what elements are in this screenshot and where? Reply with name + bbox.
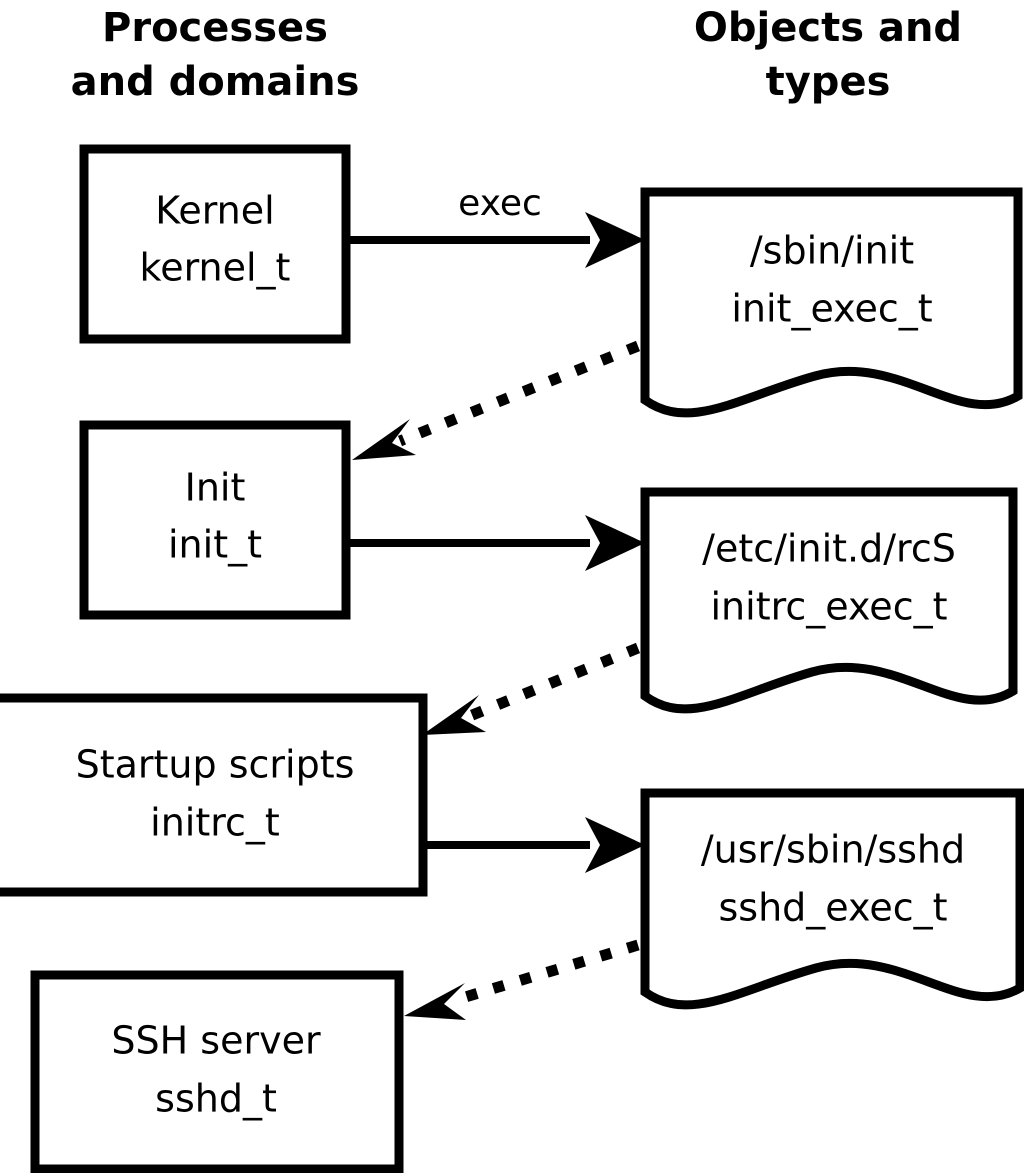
node-usr-sbin-sshd-line2: sshd_exec_t [718,886,947,930]
edge-sshdexec-transition-sshd-arrowhead [404,983,466,1020]
node-sbin-init-document-shape[interactable] [640,187,1023,418]
node-usr-sbin-sshd-line1: /usr/sbin/sshd [701,828,965,872]
edge-initrcexec-transition-initrc [422,642,641,735]
edge-initexec-transition-init-arrowhead [352,419,416,460]
node-sbin-init-line2: init_exec_t [731,287,932,331]
column-title-objects: Objects and types [694,5,962,105]
edge-kernel-exec-init: exec [350,183,645,268]
column-title-objects-line1: Objects and [694,5,962,51]
node-ssh-server[interactable]: SSH server sshd_t [30,970,404,1173]
edge-sshdexec-transition-sshd [404,939,640,1020]
edge-kernel-exec-init-arrowhead [585,212,645,268]
edge-initrcexec-transition-initrc-arrowhead [422,695,486,735]
node-etc-initd-rcs-document-shape[interactable] [640,487,1018,714]
node-ssh-server-box[interactable] [30,970,404,1173]
node-startup-scripts-line2: initrc_t [150,801,280,845]
node-kernel[interactable]: Kernel kernel_t [79,144,351,344]
node-startup-scripts-line1: Startup scripts [76,743,355,787]
node-init-line2: init_t [168,523,262,567]
edge-initrc-exec-sshd-arrowhead [585,817,645,873]
edge-initrc-exec-sshd [427,817,645,873]
node-etc-initd-rcs-line2: initrc_exec_t [711,585,948,629]
edge-init-exec-rcs-arrowhead [585,515,645,571]
node-ssh-server-line1: SSH server [111,1019,321,1063]
edge-initexec-transition-init-line [397,340,641,447]
column-title-processes-line1: Processes [102,5,328,51]
node-startup-scripts[interactable]: Startup scripts initrc_t [0,693,428,897]
edge-initrcexec-transition-initrc-line [467,642,641,722]
node-kernel-box[interactable] [79,144,351,344]
edge-init-exec-rcs [350,515,645,571]
node-kernel-line2: kernel_t [140,246,291,290]
node-sbin-init-line1: /sbin/init [750,229,914,273]
node-init[interactable]: Init init_t [79,420,351,620]
column-title-objects-line2: types [766,59,891,105]
node-init-box[interactable] [79,420,351,620]
node-startup-scripts-box[interactable] [0,693,428,897]
edge-sshdexec-transition-sshd-line [450,939,640,1007]
node-etc-initd-rcs[interactable]: /etc/init.d/rcS initrc_exec_t [640,487,1018,714]
edge-label-exec: exec [458,183,542,224]
node-etc-initd-rcs-line1: /etc/init.d/rcS [702,527,956,571]
node-usr-sbin-sshd-document-shape[interactable] [640,788,1024,1010]
column-title-processes-line2: and domains [71,59,360,105]
node-init-line1: Init [185,466,246,510]
node-kernel-line1: Kernel [155,189,274,233]
node-sbin-init[interactable]: /sbin/init init_exec_t [640,187,1023,418]
node-ssh-server-line2: sshd_t [155,1077,277,1121]
column-title-processes: Processes and domains [71,5,360,105]
node-usr-sbin-sshd[interactable]: /usr/sbin/sshd sshd_exec_t [640,788,1024,1010]
edge-initexec-transition-init [352,340,641,460]
